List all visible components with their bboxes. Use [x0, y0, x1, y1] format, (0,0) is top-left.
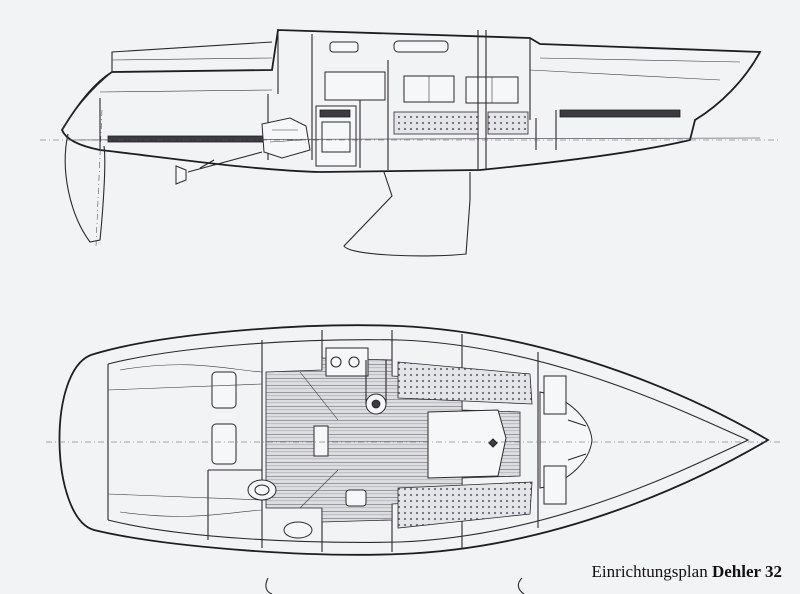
side-profile — [40, 29, 780, 257]
hull-plan-outline — [58, 324, 770, 556]
caption-prefix: Einrichtungsplan — [591, 562, 708, 581]
top-plan — [46, 324, 780, 556]
drawing-caption: Einrichtungsplan Dehler 32 — [592, 562, 782, 582]
saloon-table — [427, 409, 507, 479]
hull-profile-outline — [60, 29, 762, 173]
rudder — [64, 133, 106, 243]
caption-model: Dehler 32 — [711, 562, 782, 581]
keel — [343, 171, 471, 257]
